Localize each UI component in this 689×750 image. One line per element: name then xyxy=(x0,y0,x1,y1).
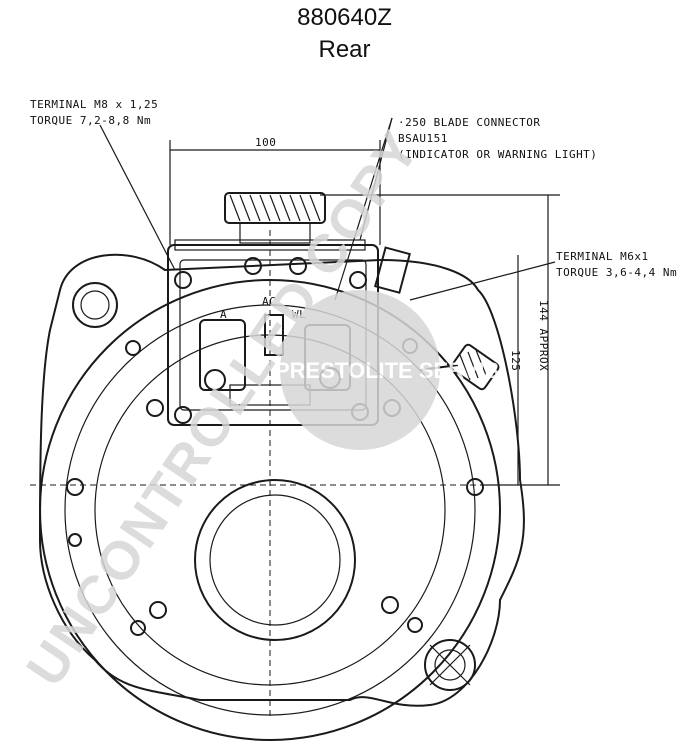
knurled-right-texture xyxy=(459,349,487,381)
screw xyxy=(66,478,84,496)
box-screw xyxy=(349,271,367,289)
knurled-connector-stem xyxy=(239,222,311,244)
ear-hole-cross-b xyxy=(429,644,471,686)
screw xyxy=(381,596,399,614)
leader-m8 xyxy=(99,124,176,271)
screw xyxy=(407,617,423,633)
knurled-connector-right xyxy=(450,343,500,391)
terminal-post-ac xyxy=(264,314,284,356)
blade-connector-tab xyxy=(374,246,411,294)
dim-100-label: 100 xyxy=(255,136,276,149)
screw xyxy=(130,620,146,636)
terminal-label-ac: AC xyxy=(262,295,276,308)
terminal-m8-note: TERMINAL M8 x 1,25 xyxy=(30,98,158,111)
terminal-m6-note: TERMINAL M6x1 xyxy=(556,250,649,263)
bearing-boss-outer xyxy=(194,479,356,641)
dim-125-label: 125 xyxy=(509,350,522,371)
watermark-logo-text: PRESTOLITE SERVIS xyxy=(275,358,499,383)
leader-blade xyxy=(334,117,393,301)
watermark: PRESTOLITE SERVIS UNCONTROLLED COPY xyxy=(15,120,499,697)
torque-m6-note: TORQUE 3,6-4,4 Nm xyxy=(556,266,677,279)
box-screw xyxy=(174,406,192,424)
terminal-post-a xyxy=(199,319,246,391)
knurled-texture xyxy=(229,194,321,222)
terminal-box-lid-strip xyxy=(174,239,366,251)
screw xyxy=(466,478,484,496)
blade-purpose-note: (INDICATOR OR WARNING LIGHT) xyxy=(398,148,597,161)
part-number-title: 880640Z xyxy=(297,4,392,31)
ear-hole-bottom-right-inner xyxy=(434,649,466,681)
screw xyxy=(149,601,167,619)
terminal-label-a: A xyxy=(220,308,227,321)
terminal-nut-a xyxy=(204,369,226,391)
ear-hole-top-left-inner xyxy=(80,290,110,320)
box-screw xyxy=(244,257,262,275)
leader-blade-2 xyxy=(359,117,393,241)
box-screw xyxy=(289,257,307,275)
dim-144-label: 144 APPROX xyxy=(537,300,550,371)
leader-m6 xyxy=(409,261,556,301)
bearing-boss-inner xyxy=(209,494,341,626)
blade-connector-note: ·250 BLADE CONNECTOR xyxy=(398,116,540,129)
box-screw xyxy=(174,271,192,289)
view-subtitle: Rear xyxy=(318,36,371,63)
screw xyxy=(68,533,82,547)
blade-standard-note: BSAU151 xyxy=(398,132,448,145)
screw xyxy=(125,340,141,356)
watermark-logo-circle xyxy=(280,290,440,450)
screw xyxy=(146,399,164,417)
ear-hole-top-left xyxy=(72,282,118,328)
mounting-flange-outline xyxy=(38,253,525,707)
ear-hole-bottom-right xyxy=(424,639,476,691)
torque-m8-note: TORQUE 7,2-8,8 Nm xyxy=(30,114,151,127)
